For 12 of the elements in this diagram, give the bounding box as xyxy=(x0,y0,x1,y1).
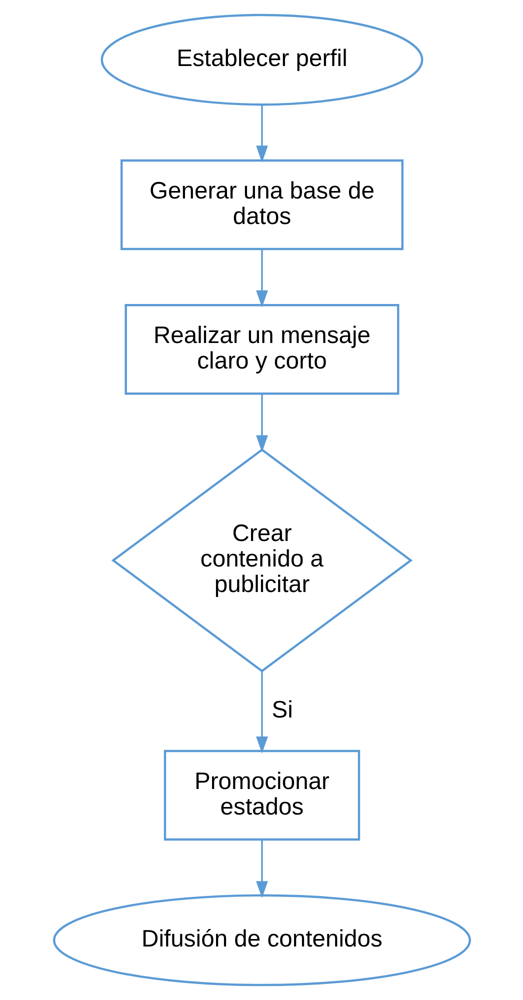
node-box: Promocionar estados xyxy=(163,750,360,841)
arrow xyxy=(256,394,268,452)
arrow xyxy=(256,250,268,308)
edge-label: Si xyxy=(271,696,292,724)
node-ellipse: Difusión de contenidos xyxy=(52,894,470,986)
node-box: Generar una base de datos xyxy=(120,159,403,250)
arrow xyxy=(256,671,268,754)
arrow xyxy=(256,840,268,898)
node-ellipse: Establecer perfil xyxy=(100,14,423,106)
node-box: Realizar un mensaje claro y corto xyxy=(124,304,399,395)
node-diamond: Crear contenido a publicitar xyxy=(110,448,412,672)
arrow xyxy=(256,104,268,163)
